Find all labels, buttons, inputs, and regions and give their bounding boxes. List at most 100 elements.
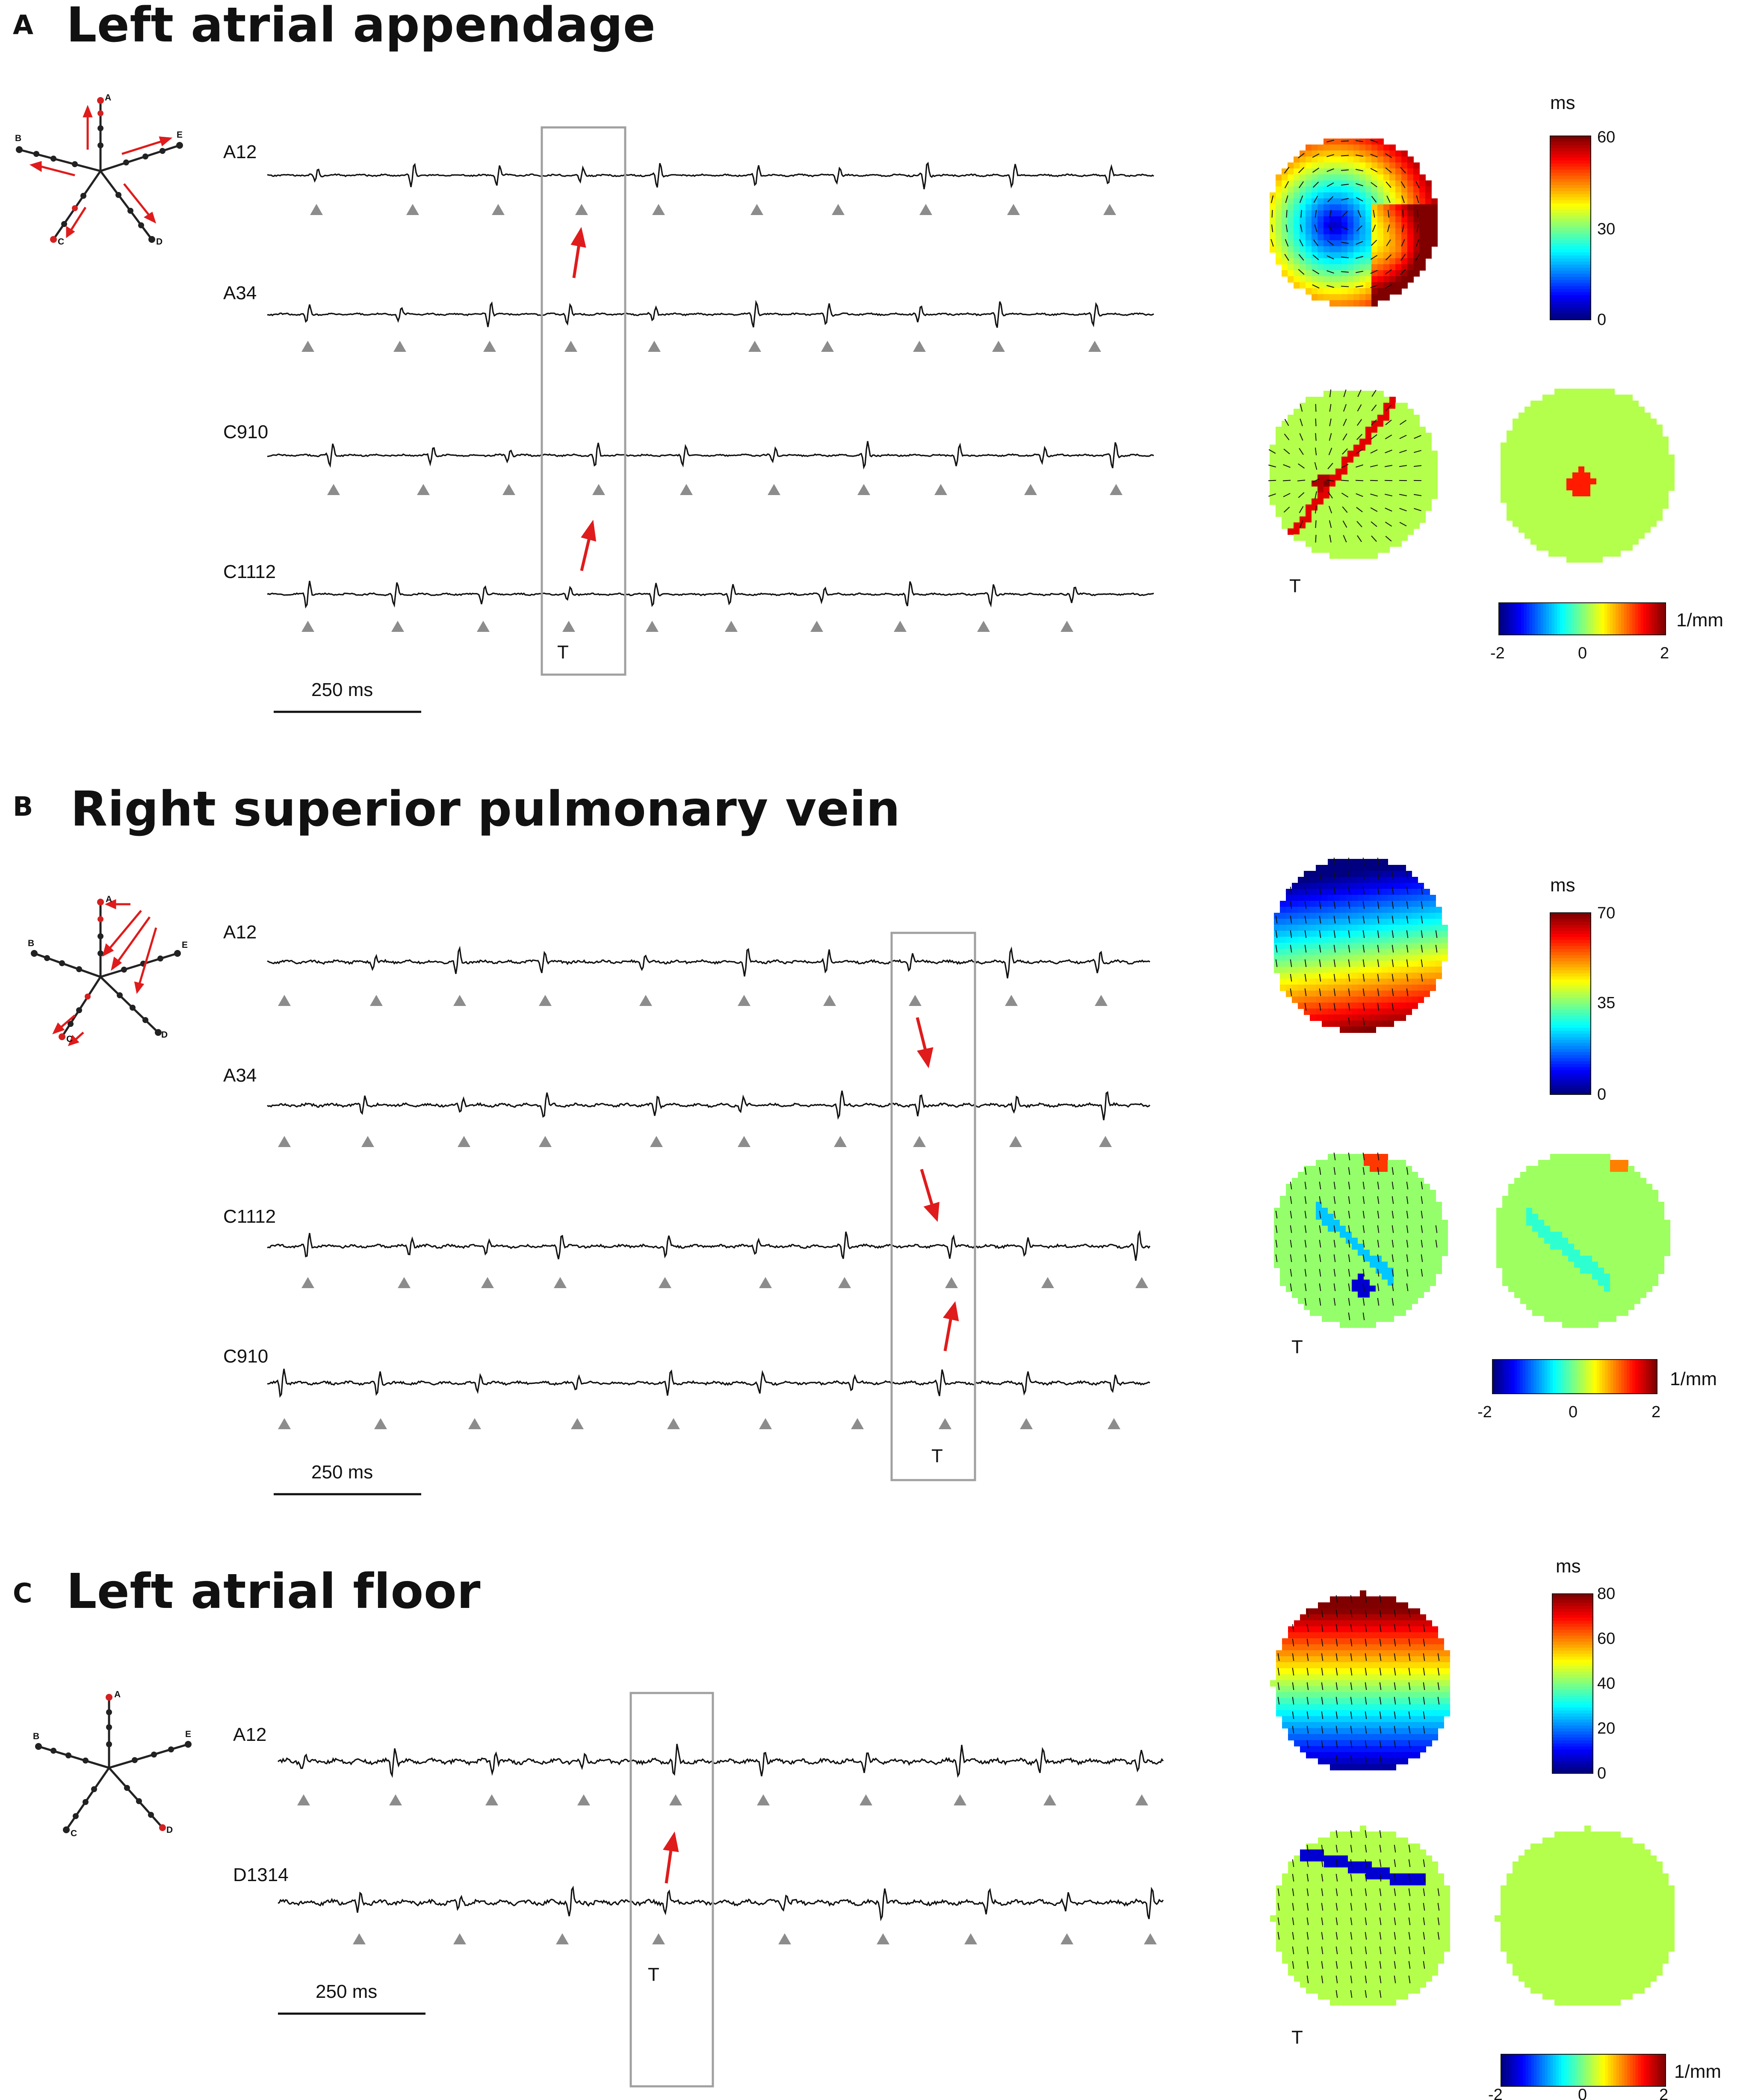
colorbar-segment xyxy=(1621,603,1625,635)
map-pixel xyxy=(1346,883,1352,889)
map-pixel xyxy=(1400,889,1406,895)
map-pixel xyxy=(1419,504,1426,511)
map-pixel xyxy=(1544,1232,1551,1238)
map-pixel xyxy=(1389,516,1396,523)
map-pixel xyxy=(1574,1202,1581,1208)
map-pixel xyxy=(1574,1160,1581,1166)
map-pixel xyxy=(1341,498,1348,505)
map-pixel xyxy=(1310,1226,1316,1232)
map-pixel xyxy=(1294,174,1300,181)
map-pixel xyxy=(1377,421,1384,427)
map-pixel xyxy=(1377,498,1384,505)
map-pixel xyxy=(1544,1208,1551,1214)
activation-marker xyxy=(1095,995,1108,1006)
map-pixel xyxy=(1554,395,1561,401)
map-pixel xyxy=(1638,478,1645,485)
map-pixel xyxy=(1560,490,1567,497)
map-pixel xyxy=(1376,907,1382,913)
colorbar-tick: -2 xyxy=(1490,644,1505,662)
colorbar-segment xyxy=(1549,603,1552,635)
map-pixel xyxy=(1341,409,1348,415)
map-pixel xyxy=(1312,246,1318,253)
map-pixel xyxy=(1288,433,1294,439)
map-pixel xyxy=(1376,1268,1382,1274)
map-pixel xyxy=(1526,1232,1533,1238)
map-pixel xyxy=(1298,889,1304,895)
activation-marker xyxy=(1043,1794,1056,1805)
map-pixel xyxy=(1610,1315,1616,1322)
map-pixel xyxy=(1352,1244,1358,1250)
map-pixel xyxy=(1340,1262,1346,1268)
map-pixel xyxy=(1578,490,1585,497)
map-pixel xyxy=(1288,240,1294,247)
map-pixel xyxy=(1353,174,1360,181)
map-pixel xyxy=(1352,991,1358,997)
map-pixel xyxy=(1608,532,1615,539)
map-pixel xyxy=(1298,1286,1304,1292)
map-pixel xyxy=(1341,264,1348,271)
map-pixel xyxy=(1358,931,1364,937)
map-pixel xyxy=(1395,186,1402,193)
map-pixel xyxy=(1389,463,1396,469)
map-pixel xyxy=(1431,469,1438,475)
map-pixel xyxy=(1402,1614,1408,1621)
map-pixel xyxy=(1596,508,1603,515)
map-pixel xyxy=(1377,504,1384,511)
map-pixel xyxy=(1566,437,1573,443)
map-pixel xyxy=(1584,442,1591,449)
colorbar-segment xyxy=(1550,1052,1591,1056)
map-pixel xyxy=(1328,1015,1334,1021)
colorbar-tick: 30 xyxy=(1597,220,1615,238)
map-pixel xyxy=(1425,487,1432,493)
map-pixel xyxy=(1334,895,1340,901)
map-pixel xyxy=(1318,522,1324,529)
map-pixel xyxy=(1419,204,1426,211)
vector-arrow xyxy=(1387,224,1390,232)
map-pixel xyxy=(1412,1190,1418,1196)
map-pixel xyxy=(1412,1274,1418,1280)
vector-arrow xyxy=(1355,169,1364,171)
map-pixel xyxy=(1341,445,1348,451)
map-pixel xyxy=(1602,490,1609,497)
map-pixel xyxy=(1542,532,1549,539)
map-pixel xyxy=(1412,1202,1418,1208)
map-pixel xyxy=(1566,472,1573,479)
colorbar-segment xyxy=(1550,934,1591,938)
map-pixel xyxy=(1353,222,1360,229)
map-pixel xyxy=(1644,484,1651,491)
map-pixel xyxy=(1371,421,1378,427)
map-pixel xyxy=(1282,246,1288,253)
vector-arrow xyxy=(1391,988,1394,997)
map-pixel xyxy=(1364,961,1370,967)
colorbar-segment xyxy=(1550,277,1591,280)
map-pixel xyxy=(1346,955,1352,961)
map-pixel xyxy=(1371,546,1378,553)
colorbar-segment xyxy=(1550,182,1591,186)
vector-arrow xyxy=(1421,973,1423,982)
map-pixel xyxy=(1298,1268,1304,1274)
map-pixel xyxy=(1341,469,1348,475)
map-pixel xyxy=(1306,540,1312,547)
map-pixel xyxy=(1596,407,1603,413)
map-pixel xyxy=(1304,937,1310,943)
map-pixel xyxy=(1383,516,1390,523)
map-pixel xyxy=(1614,413,1621,419)
map-pixel xyxy=(1324,498,1330,505)
map-pixel xyxy=(1622,1292,1628,1298)
map-pixel xyxy=(1586,1238,1592,1244)
map-pixel xyxy=(1334,1220,1340,1226)
vector-arrow xyxy=(1343,419,1347,426)
map-pixel xyxy=(1425,493,1432,499)
map-pixel xyxy=(1620,496,1627,503)
colorbar-segment xyxy=(1550,316,1591,320)
map-pixel xyxy=(1322,1304,1328,1310)
map-pixel xyxy=(1335,403,1342,409)
map-pixel xyxy=(1598,1208,1604,1214)
map-pixel xyxy=(1538,1166,1545,1172)
vector-arrow xyxy=(1268,464,1276,468)
map-pixel xyxy=(1371,222,1378,229)
map-pixel xyxy=(1288,192,1294,199)
map-pixel xyxy=(1622,1280,1628,1286)
activation-marker xyxy=(648,341,661,352)
map-pixel xyxy=(1598,1178,1604,1184)
